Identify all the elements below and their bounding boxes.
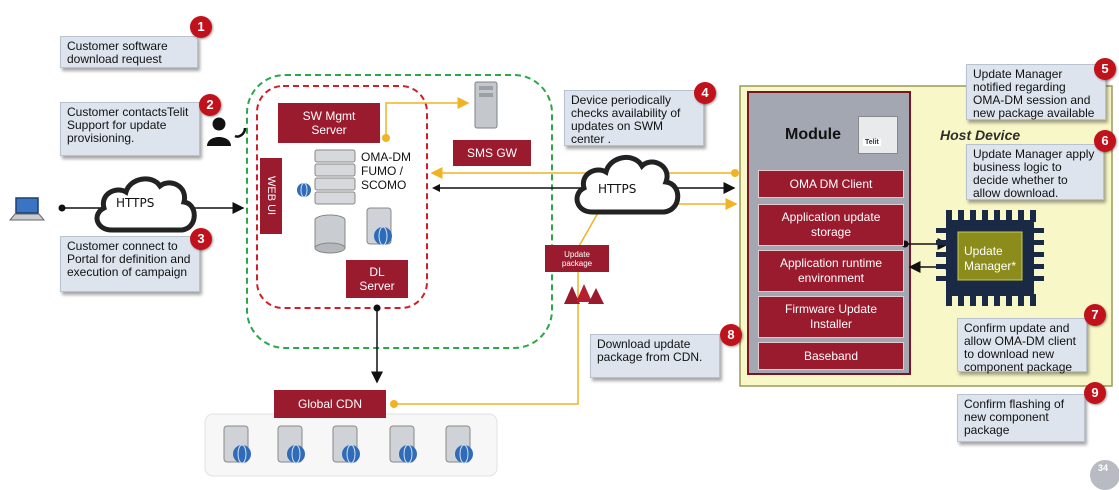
note-portal-campaign: Customer connect to Portal for definitio… (60, 236, 200, 292)
note-confirm-allow-download: Confirm update and allow OMA-DM client t… (957, 318, 1087, 374)
dl-server-box: DL Server (346, 260, 408, 298)
sw-mgmt-server-box: SW Mgmt Server (278, 103, 380, 143)
note-contact-support: Customer contactsTelit Support for updat… (60, 102, 200, 156)
step-badge-9: 9 (1084, 382, 1106, 404)
module-item-baseband: Baseband (758, 342, 904, 370)
module-item-app-runtime-env: Application runtime environment (758, 250, 904, 292)
note-business-logic: Update Manager apply business logic to d… (966, 144, 1104, 200)
step-badge-2: 2 (199, 94, 221, 116)
step-badge-7: 7 (1084, 304, 1106, 326)
module-item-firmware-installer: Firmware Update Installer (758, 296, 904, 338)
database-icon (314, 214, 346, 254)
globe-icon (297, 182, 311, 198)
page-number: 34 (1098, 463, 1109, 473)
note-update-manager-notified: Update Manager notified regarding OMA-DM… (966, 64, 1106, 120)
green-dashed-boundary (246, 74, 553, 349)
note-device-checks-updates: Device periodically checks availability … (564, 90, 704, 146)
https-cloud-label-mid: HTTPS (596, 182, 639, 196)
step-badge-5: 5 (1094, 58, 1116, 80)
cdn-server-icon (445, 425, 473, 464)
step-badge-8: 8 (720, 324, 742, 346)
https-cloud-label-left: HTTPS (116, 196, 155, 210)
update-package-label: Update package (545, 245, 609, 272)
red-dashed-boundary (256, 85, 428, 309)
laptop-icon[interactable] (8, 196, 48, 226)
step-badge-4: 4 (694, 82, 716, 104)
cdn-server-icon (223, 425, 251, 464)
cdn-server-icon (389, 425, 417, 464)
oma-dm-label: OMA-DM FUMO / SCOMO (361, 150, 411, 192)
global-cdn-box: Global CDN (274, 390, 386, 418)
note-customer-download-request: Customer software download request (60, 36, 198, 68)
sms-gw-box: SMS GW (453, 140, 531, 166)
telit-chip-logo: Telit (858, 116, 898, 154)
cdn-server-icon (277, 425, 305, 464)
step-badge-3: 3 (190, 228, 212, 250)
note-download-from-cdn: Download update package from CDN. (590, 334, 720, 378)
cloud-icon (94, 176, 197, 233)
module-title: Module (785, 126, 841, 143)
web-ui-label: WEB UI (265, 176, 277, 216)
step-badge-6: 6 (1094, 130, 1116, 152)
web-server-icon (366, 207, 392, 246)
sms-gateway-server-icon (474, 81, 498, 129)
module-item-oma-dm-client: OMA DM Client (758, 170, 904, 198)
step-badge-1: 1 (190, 16, 212, 38)
module-item-app-update-storage: Application update storage (758, 204, 904, 246)
package-triangles-icon (564, 284, 604, 304)
chip-icon (936, 210, 1044, 306)
web-ui-box: WEB UI (260, 158, 282, 234)
page-number-badge: 34 (1090, 460, 1119, 490)
update-manager-label: Update Manager* (964, 244, 1017, 273)
note-confirm-flashing: Confirm flashing of new component packag… (957, 394, 1085, 442)
server-rack-icon (314, 149, 356, 205)
chip-brand-label: Telit (863, 139, 881, 146)
cdn-server-icon (332, 425, 360, 464)
person-phone-icon (207, 117, 247, 146)
host-device-title: Host Device (940, 127, 1021, 143)
